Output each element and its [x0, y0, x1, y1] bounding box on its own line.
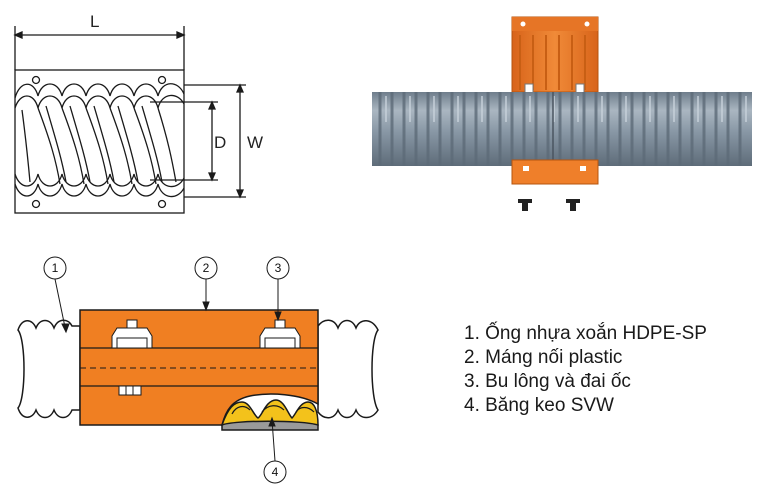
legend-item-tape: 4. Băng keo SVW [464, 395, 614, 416]
svg-text:1: 1 [52, 261, 59, 275]
legend-item-bolts: 3. Bu lông và đai ốc [464, 371, 631, 392]
callout-4: 4 [263, 460, 287, 484]
callout-1: 1 [43, 256, 67, 280]
coupler-photo [372, 16, 752, 211]
bolt-left [111, 319, 153, 349]
callout-3: 3 [266, 256, 290, 280]
diameter-label: D [214, 133, 226, 152]
svg-text:4: 4 [272, 465, 279, 479]
callout-leaders [54, 278, 282, 462]
svg-text:2: 2 [203, 261, 210, 275]
legend-item-coupler: 2. Máng nối plastic [464, 347, 622, 368]
svg-text:3: 3 [275, 261, 282, 275]
bolt-right [259, 319, 301, 349]
width-label: W [247, 133, 263, 152]
legend-item-pipe: 1. Ống nhựa xoắn HDPE-SP [464, 322, 707, 344]
callout-2: 2 [194, 256, 218, 280]
legend: 1. Ống nhựa xoắn HDPE-SP 2. Máng nối pla… [464, 322, 707, 416]
length-label: L [90, 12, 99, 31]
cross-section [17, 309, 379, 431]
nut-lower [118, 385, 142, 396]
dimension-drawing [13, 26, 246, 214]
